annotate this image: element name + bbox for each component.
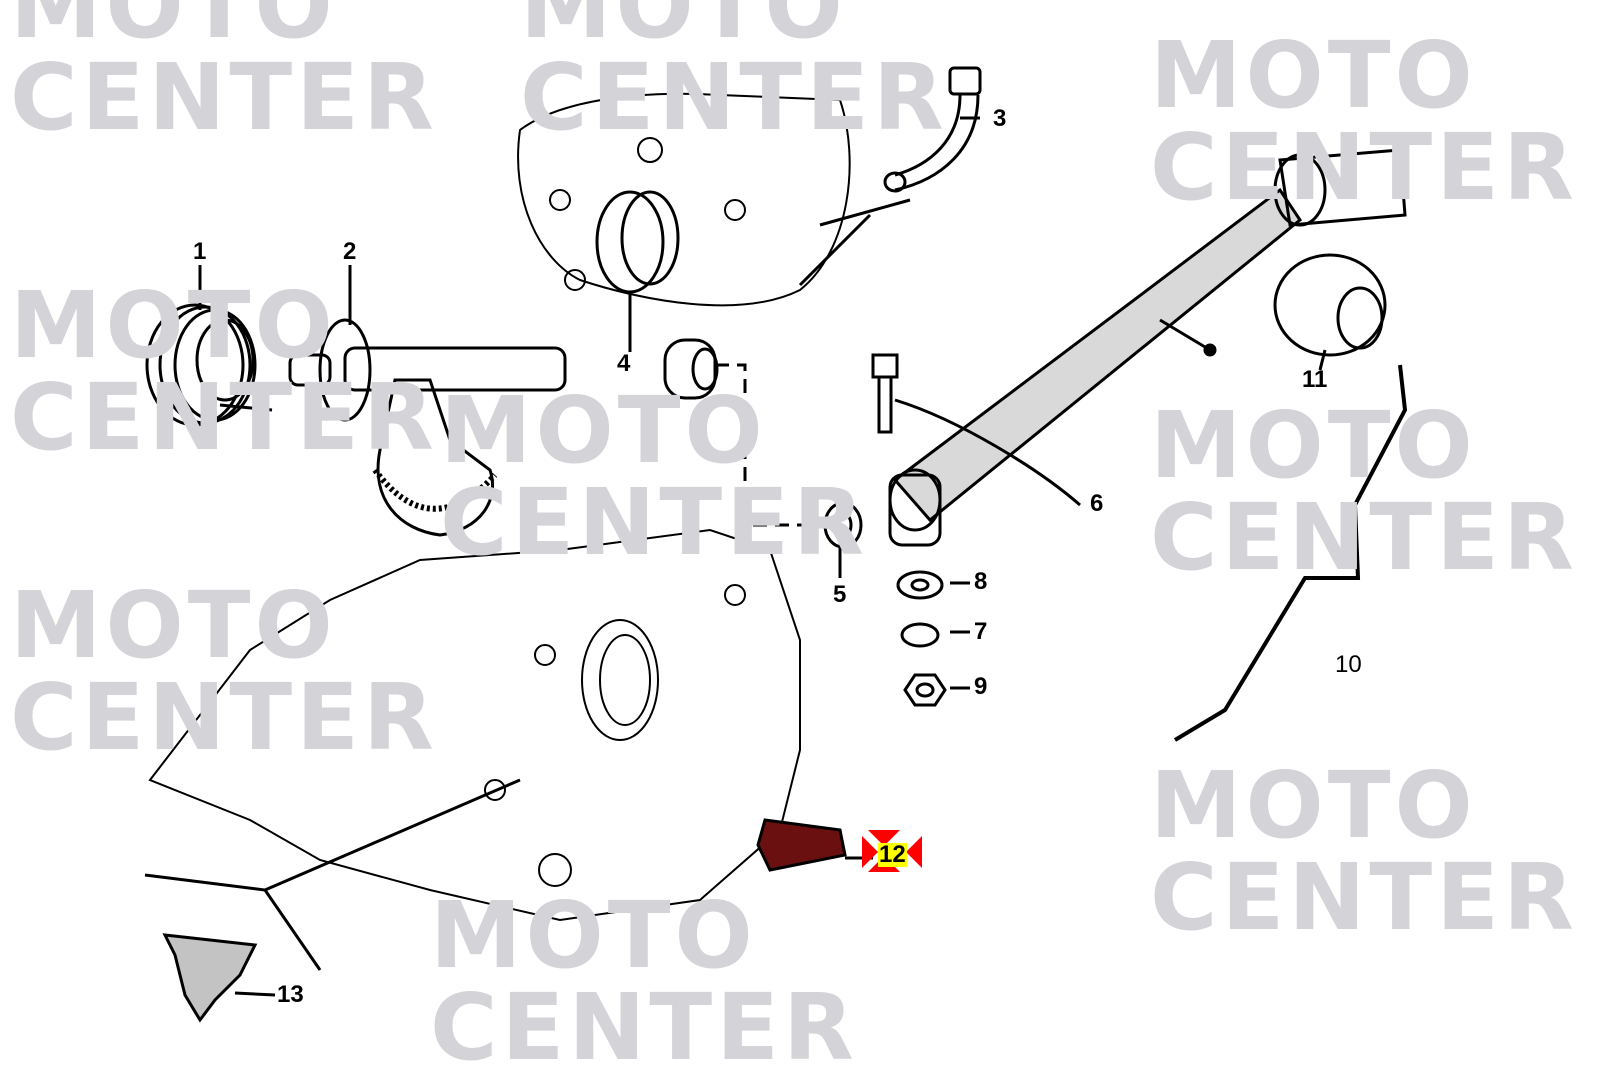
part-7-spring-washer	[900, 622, 970, 648]
highlight-marker-icon	[868, 830, 900, 846]
part-2-kickstart-shaft	[288, 318, 567, 537]
callout-7[interactable]: 7	[974, 618, 988, 645]
callout-12-highlighted[interactable]: 12	[878, 841, 907, 868]
part-5-seal	[823, 501, 863, 578]
callout-9[interactable]: 9	[974, 673, 988, 700]
kickstart-lever	[888, 148, 1407, 547]
part-9-nut	[903, 673, 970, 707]
engine-cover-upper	[517, 92, 851, 307]
part-4-bearing	[595, 190, 680, 352]
part-12-pad	[756, 818, 922, 872]
callout-13[interactable]: 13	[277, 981, 304, 1008]
part-13-clip	[162, 933, 276, 1023]
part-11-rubber	[1273, 253, 1387, 371]
callout-8[interactable]: 8	[974, 568, 988, 595]
callout-2[interactable]: 2	[343, 238, 357, 265]
callout-4[interactable]: 4	[617, 350, 631, 377]
part-8-washer	[896, 570, 970, 600]
part-1-spring	[145, 303, 273, 427]
part-3-pipe	[883, 66, 982, 193]
bushing	[663, 338, 820, 527]
callout-1[interactable]: 1	[193, 238, 207, 265]
part-6-bolt	[871, 353, 1081, 507]
callout-5[interactable]: 5	[833, 581, 847, 608]
callout-11[interactable]: 11	[1302, 366, 1328, 393]
callout-10[interactable]: 10	[1335, 651, 1362, 678]
callout-3[interactable]: 3	[993, 105, 1007, 132]
part-10-leader	[1173, 364, 1408, 742]
crankcase-lower	[144, 528, 801, 971]
callout-6[interactable]: 6	[1090, 490, 1104, 517]
